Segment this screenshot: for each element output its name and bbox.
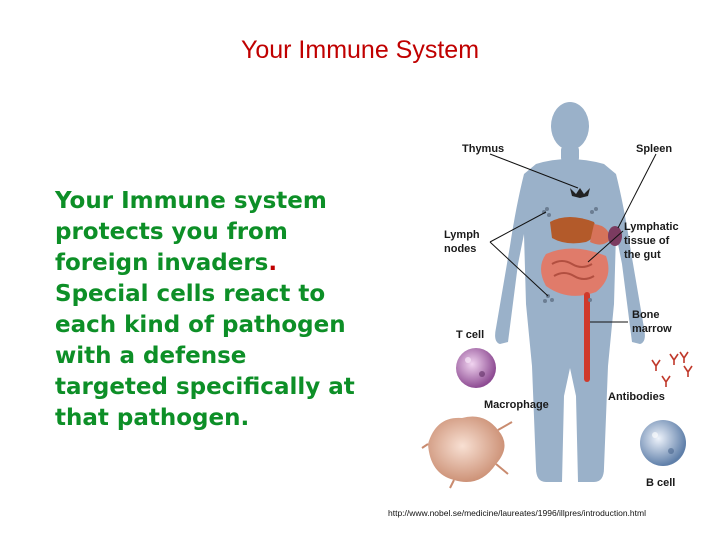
macrophage-image <box>421 416 513 489</box>
slide-title: Your Immune System <box>240 36 480 64</box>
body-line-text: foreign invaders <box>55 250 269 276</box>
label-lymph-nodes-2: nodes <box>444 243 476 255</box>
label-antibodies: Antibodies <box>608 391 665 403</box>
body-line-3: foreign invaders. <box>55 248 425 279</box>
label-macrophage: Macrophage <box>484 399 549 411</box>
source-url: http://www.nobel.se/medicine/laureates/1… <box>388 508 646 518</box>
body-line: Special cells react to <box>55 281 326 307</box>
b-cell-image <box>640 420 686 466</box>
immune-diagram-svg: Thymus Spleen Lymph nodes Lymphatic tiss… <box>421 102 693 489</box>
body-text: Your Immune system protects you from for… <box>55 186 425 434</box>
label-bone-marrow-2: marrow <box>632 323 672 335</box>
body-line: each kind of pathogen <box>55 312 346 338</box>
immune-system-diagram: Thymus Spleen Lymph nodes Lymphatic tiss… <box>418 96 708 496</box>
body-line-period: . <box>268 250 278 276</box>
label-lymphatic-1: Lymphatic <box>624 221 679 233</box>
label-t-cell: T cell <box>456 329 484 341</box>
label-thymus: Thymus <box>462 143 504 155</box>
body-line: protects you from <box>55 219 288 245</box>
organs <box>541 188 622 382</box>
antibodies-image <box>651 351 693 387</box>
label-lymph-nodes-1: Lymph <box>444 229 480 241</box>
label-bone-marrow-1: Bone <box>632 309 660 321</box>
body-line: with a defense <box>55 343 247 369</box>
leader-lines <box>489 153 657 323</box>
body-line: that pathogen. <box>55 405 250 431</box>
body-line: targeted specifically at <box>55 374 355 400</box>
body-line: Your Immune system <box>55 188 327 214</box>
label-lymphatic-3: the gut <box>624 249 661 261</box>
label-spleen: Spleen <box>636 143 672 155</box>
label-lymphatic-2: tissue of <box>624 235 670 247</box>
label-b-cell: B cell <box>646 477 675 489</box>
t-cell-image <box>456 348 496 388</box>
